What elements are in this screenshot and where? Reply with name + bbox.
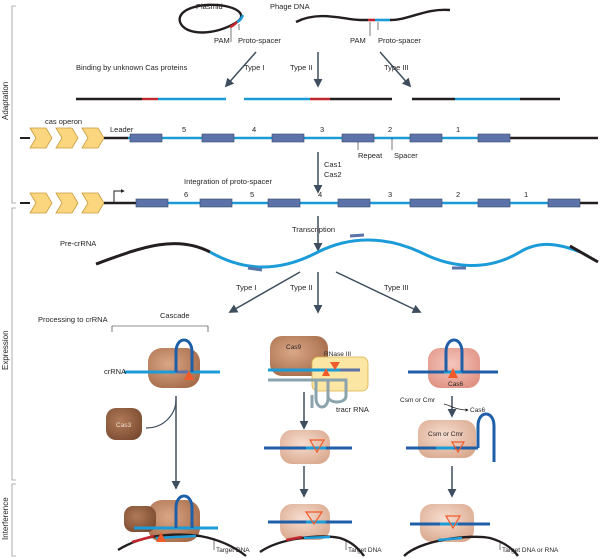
locus1-spacer-4: 4 bbox=[252, 125, 256, 134]
target-dna-ii: Target DNA bbox=[348, 547, 382, 554]
locus2-spacer-4: 4 bbox=[318, 190, 322, 199]
type-iii-mid: Type III bbox=[384, 283, 409, 292]
spacer-label: Spacer bbox=[394, 151, 418, 160]
target-dna-i: Target DNA bbox=[216, 547, 250, 554]
csm-cmr-protein-label: Csm or Cmr bbox=[428, 431, 464, 438]
section-brackets bbox=[11, 5, 16, 557]
cas-operon-2 bbox=[29, 192, 105, 214]
leader-label: Leader bbox=[110, 125, 134, 134]
cas-operon-1 bbox=[29, 127, 105, 149]
cascade-label: Cascade bbox=[160, 311, 190, 320]
transcription-label: Transcription bbox=[292, 225, 335, 234]
locus2-spacer-5: 5 bbox=[250, 190, 254, 199]
cas3-label: Cas3 bbox=[116, 422, 132, 429]
type-iii-interference bbox=[403, 504, 519, 557]
protospacer-left-label: Proto-spacer bbox=[238, 36, 281, 45]
cas3-protein bbox=[106, 408, 142, 440]
type-ii-mid: Type II bbox=[290, 283, 313, 292]
cascade-complex bbox=[124, 338, 220, 388]
locus1-spacer-5: 5 bbox=[182, 125, 186, 134]
locus2-spacer-1: 1 bbox=[524, 190, 528, 199]
binding-arrows bbox=[224, 51, 412, 88]
locus1-spacer-3: 3 bbox=[320, 125, 324, 134]
csm-cmr-label: Csm or Cmr bbox=[400, 397, 436, 404]
cascade-bracket bbox=[111, 325, 209, 332]
binding-label: Binding by unknown Cas proteins bbox=[76, 63, 188, 72]
adaptation-label: Adaptation bbox=[1, 82, 10, 120]
pam-left-label: PAM bbox=[214, 36, 230, 45]
phage-dna bbox=[295, 8, 451, 24]
locus2-spacer-6: 6 bbox=[184, 190, 188, 199]
cas6-release-label: Cas6 bbox=[470, 407, 486, 414]
repeats-1 bbox=[129, 133, 511, 143]
cas6-complex bbox=[408, 338, 498, 388]
processing-label: Processing to crRNA bbox=[38, 315, 108, 324]
phage-label: Phage DNA bbox=[270, 2, 310, 11]
cas9-label: Cas9 bbox=[286, 344, 302, 351]
csm-cmr-complex bbox=[406, 412, 496, 462]
rnase3-label: RNase III bbox=[324, 351, 351, 358]
type-iii-top: Type III bbox=[384, 63, 409, 72]
tracr-label: tracr RNA bbox=[336, 405, 369, 414]
type-ii-top: Type II bbox=[290, 63, 313, 72]
interference-label: Interference bbox=[1, 497, 10, 540]
cas1-label: Cas1 bbox=[324, 160, 342, 169]
type-i-top: Type I bbox=[244, 63, 264, 72]
target-dna-iii: Target DNA or RNA bbox=[502, 547, 559, 554]
cas9-complex bbox=[268, 336, 369, 409]
repeat-label: Repeat bbox=[358, 151, 383, 160]
pre-crrna bbox=[95, 233, 599, 272]
pam-right-label: PAM bbox=[350, 36, 366, 45]
pre-crrna-label: Pre-crRNA bbox=[60, 239, 96, 248]
integration-label: Integration of proto-spacer bbox=[184, 177, 272, 186]
cas2-label: Cas2 bbox=[324, 170, 342, 179]
cas6-release-arrow bbox=[443, 403, 469, 412]
locus1-spacer-1: 1 bbox=[456, 125, 460, 134]
cas3-join bbox=[145, 399, 177, 429]
expression-label: Expression bbox=[1, 330, 10, 370]
plasmid-label: Plasmid bbox=[196, 2, 223, 11]
plasmid bbox=[178, 3, 245, 34]
crrna-label: crRNA bbox=[104, 367, 126, 376]
locus1-spacer-2: 2 bbox=[388, 125, 392, 134]
type-i-interference bbox=[117, 494, 247, 557]
protospacer-right-label: Proto-spacer bbox=[378, 36, 421, 45]
type-ii-interference bbox=[259, 504, 365, 557]
type-i-mid: Type I bbox=[236, 283, 256, 292]
promoter-arrow bbox=[113, 189, 125, 203]
cas-operon-label: cas operon bbox=[45, 117, 82, 126]
repeats-2 bbox=[135, 198, 581, 208]
processing-arrows bbox=[228, 271, 422, 314]
cas6-label: Cas6 bbox=[448, 381, 464, 388]
cas9-crrna bbox=[264, 430, 352, 464]
locus2-spacer-2: 2 bbox=[456, 190, 460, 199]
locus2-spacer-3: 3 bbox=[388, 190, 392, 199]
